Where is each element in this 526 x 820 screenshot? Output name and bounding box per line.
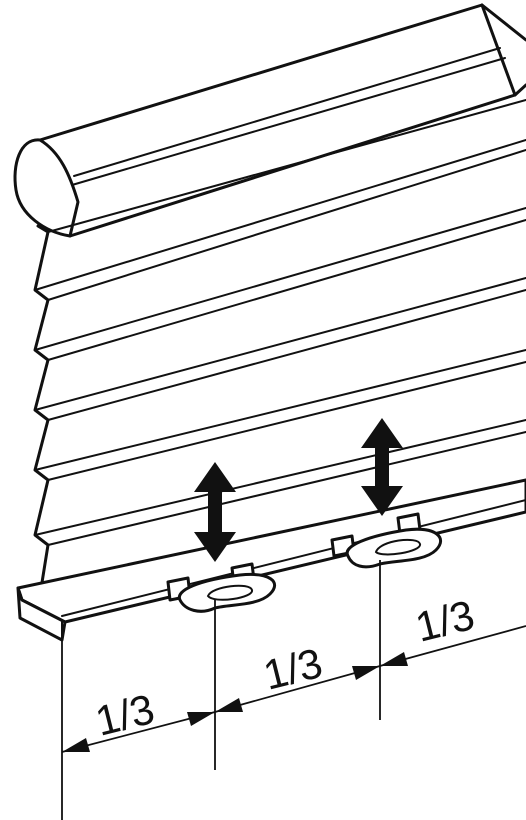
segment-label-2: 1/3 bbox=[259, 639, 327, 699]
handle-left[interactable] bbox=[166, 562, 277, 613]
handle-grip-icon bbox=[206, 584, 253, 601]
pleated-fabric bbox=[33, 99, 526, 597]
segment-label-1: 1/3 bbox=[91, 685, 159, 745]
handle-right[interactable] bbox=[330, 512, 443, 569]
bottom-rail bbox=[16, 478, 526, 642]
double-arrow-icon bbox=[361, 418, 403, 516]
handle-grip-icon bbox=[374, 538, 421, 556]
dimension-lines bbox=[61, 560, 526, 820]
double-arrow-icon bbox=[194, 462, 236, 562]
headrail bbox=[13, 3, 526, 238]
